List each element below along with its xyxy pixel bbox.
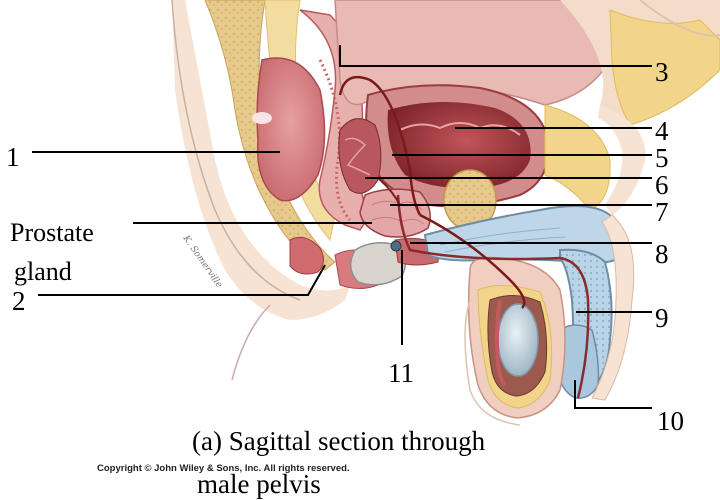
skin-layer xyxy=(172,0,350,320)
label-prostate-line2: gland xyxy=(14,257,72,286)
label-10: 10 xyxy=(657,406,684,436)
label-2: 2 xyxy=(12,286,26,316)
testis xyxy=(497,303,539,377)
caption-line1: (a) Sagittal section through xyxy=(192,426,486,456)
bulbourethral-gland xyxy=(390,240,402,252)
leader-2 xyxy=(38,264,326,296)
leader-lines xyxy=(32,45,652,409)
prepuce xyxy=(591,214,635,401)
pubic-fat xyxy=(544,104,611,211)
anterior-skin xyxy=(639,0,720,37)
label-5: 5 xyxy=(655,143,669,173)
lower-back-curve xyxy=(231,304,271,381)
ejaculatory-duct xyxy=(377,177,401,206)
ductus-deferens xyxy=(338,75,526,309)
rectum-lumen xyxy=(256,57,326,202)
abdominal-fat xyxy=(609,9,720,126)
label-8: 8 xyxy=(655,239,669,269)
caption: (a) Sagittal section through male pelvis xyxy=(192,426,486,499)
leader-10 xyxy=(574,380,652,409)
label-11: 11 xyxy=(388,358,414,388)
label-7: 7 xyxy=(655,197,669,227)
label-6: 6 xyxy=(655,170,669,200)
leader-3 xyxy=(339,45,652,67)
labels: 1 2 3 4 5 6 7 8 9 10 11 Prostate gland xyxy=(6,57,684,436)
mons-skin xyxy=(598,105,646,215)
groin-skin xyxy=(464,299,521,426)
bladder-folds xyxy=(399,122,521,136)
label-1: 1 xyxy=(6,142,20,172)
label-4: 4 xyxy=(655,116,669,146)
seminal-vesicle xyxy=(338,118,382,194)
urethra xyxy=(396,194,590,399)
rectum-highlight xyxy=(252,112,272,124)
label-prostate-line1: Prostate xyxy=(10,218,94,247)
seminal-vesicle-texture xyxy=(344,137,371,176)
caption-line2: male pelvis xyxy=(197,469,321,499)
label-3: 3 xyxy=(655,57,669,87)
label-9: 9 xyxy=(655,303,669,333)
epididymis xyxy=(494,299,507,387)
copyright-notice: Copyright © John Wiley & Sons, Inc. All … xyxy=(97,463,350,474)
anal-sphincter xyxy=(289,236,324,275)
back-outline xyxy=(171,0,301,301)
prostate xyxy=(359,188,431,238)
